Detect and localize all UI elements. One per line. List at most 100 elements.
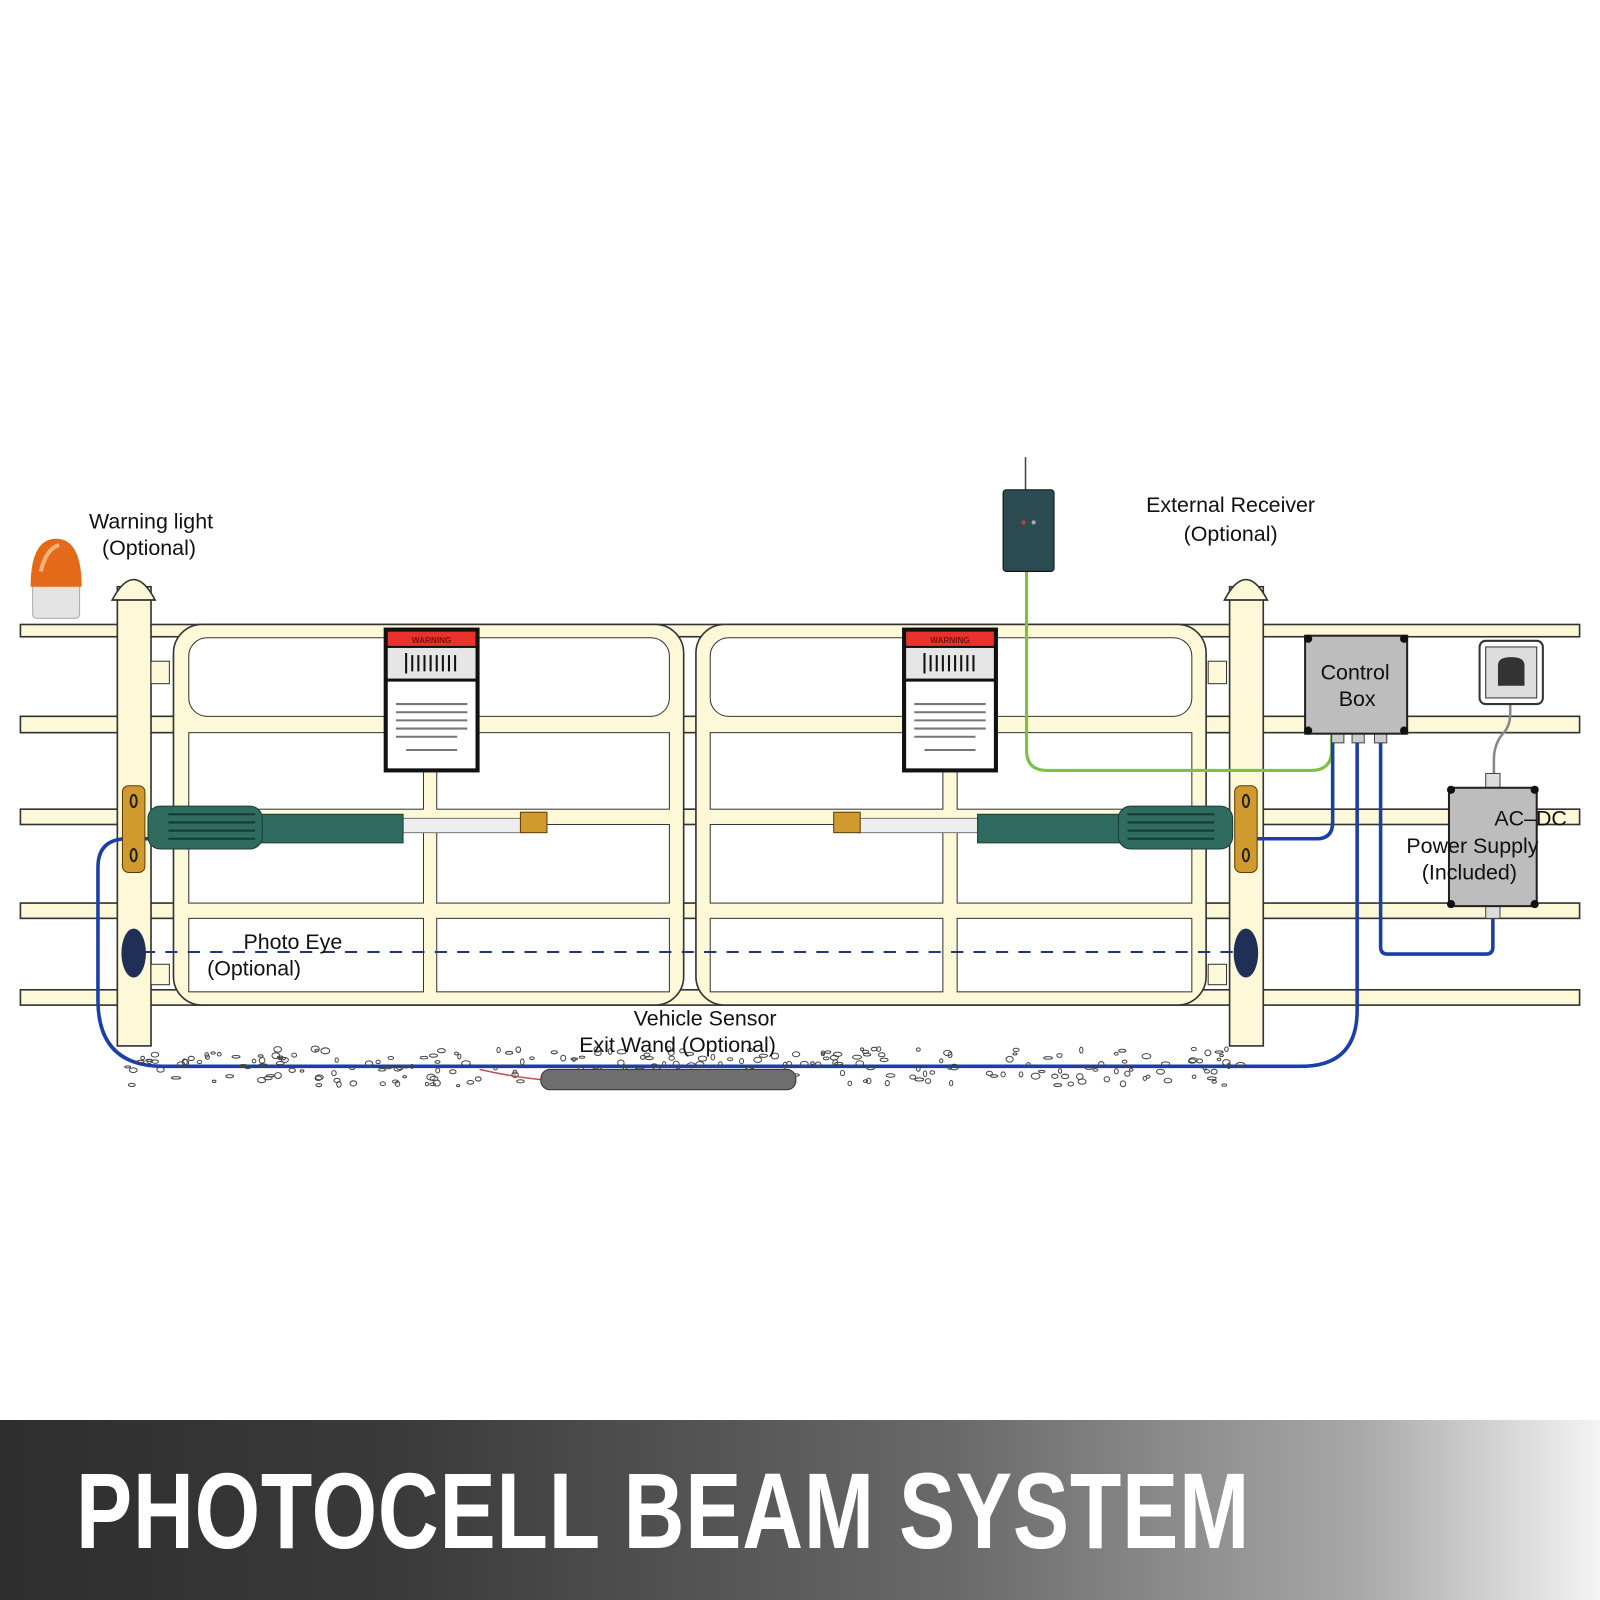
gravel-stone [151,1059,160,1064]
gravel-stone [314,1075,323,1081]
gravel-stone [668,1055,675,1061]
external-receiver-label: External Receiver [1146,493,1315,517]
gravel-stone [617,1059,625,1067]
gravel-stone [915,1065,921,1072]
gravel-stone [1012,1047,1020,1053]
gravel-stone [429,1082,437,1087]
warning-sign-right: WARNING [902,627,998,773]
gravel-stone [1067,1081,1075,1087]
gravel-stone [449,1069,457,1075]
photo-eye-optional-label: (Optional) [207,957,301,981]
exit-wand-label: Exit Wand (Optional) [579,1033,776,1057]
gravel-stone [333,1077,341,1083]
gravel-stone [753,1056,763,1063]
gravel-stone [824,1050,832,1054]
gravel-stone [1203,1069,1211,1074]
gravel-stone [428,1053,439,1058]
gravel-stone [672,1060,680,1068]
gravel-stone [381,1066,393,1070]
gravel-stone [1224,1046,1229,1052]
gravel-stone [758,1053,769,1058]
gravel-stone [847,1080,853,1087]
gravel-stone [782,1061,788,1069]
gravel-stone [1026,1062,1031,1067]
gravel-stone [839,1069,846,1077]
gravel-stone [1235,1061,1246,1068]
gravel-stone [511,1071,519,1079]
gravel-stone [216,1052,222,1057]
gravel-stone [1128,1067,1134,1072]
gravel-stone [265,1074,276,1078]
gravel-stone [529,1056,535,1061]
gravel-stone [1084,1065,1094,1070]
gravel-stone [739,1058,745,1065]
gravel-stone [393,1066,402,1072]
gravel-stone [364,1060,374,1067]
gravel-stone [1211,1079,1217,1084]
gravel-stone [550,1050,558,1055]
gravel-stone [1216,1057,1222,1062]
gravel-stone [124,1065,132,1069]
gravel-stone [394,1080,401,1087]
gravel-stone [593,1046,602,1053]
gravel-stone [181,1058,188,1066]
gravel-stone [1204,1049,1212,1057]
gravel-stone [1191,1074,1197,1079]
gravel-stone [695,1061,705,1068]
gravel-stone [810,1061,815,1065]
gravel-stone [829,1054,839,1061]
gravel-stone [1113,1051,1119,1056]
gravel-stone [985,1070,993,1076]
warning-sign-title: WARNING [412,636,451,645]
gravel-stone [855,1060,865,1067]
gravel-stone [516,1079,525,1084]
gravel-stone [461,1060,471,1067]
gravel-stone [288,1067,296,1073]
gravel-stone [578,1055,586,1059]
gravel-stone [1160,1061,1171,1067]
gravel-stone [437,1048,446,1054]
gravel-stone [1226,1062,1231,1070]
gravel-stone [570,1057,579,1061]
gravel-stone [504,1050,514,1055]
photo-eye-right-icon [1233,928,1259,978]
gravel-stone [170,1076,182,1080]
gravel-stone [885,1073,896,1078]
gravel-stone [1190,1046,1197,1052]
gravel-stone [717,1061,723,1068]
gravel-stone [210,1051,216,1055]
gate-opener-arm-right [833,805,1234,850]
wall-socket-icon [1478,639,1544,706]
gravel-stone [150,1051,160,1058]
gravel-stone [865,1064,876,1071]
gravel-stone [291,1052,298,1058]
gravel-stone [379,1081,386,1087]
gravel-stone [1206,1076,1217,1081]
power-cord [1492,673,1512,776]
gravel-stone [644,1056,654,1061]
gravel-stone [457,1053,462,1060]
gravel-stone [852,1054,863,1060]
gravel-stone [909,1074,917,1080]
gravel-stone [879,1057,889,1063]
gravel-stone [989,1074,999,1078]
gravel-stone [1060,1073,1070,1080]
gravel-stone [493,1064,498,1071]
gravel-stone [320,1047,331,1055]
gravel-stone [378,1067,386,1072]
gravel-stone [496,1046,501,1054]
right-gate [695,623,1207,1006]
gravel-stone [271,1052,281,1060]
control-box [1304,634,1409,744]
gravel-stone [1119,1080,1127,1088]
gravel-stone [820,1052,826,1057]
gravel-stone [1221,1083,1228,1087]
gravel-stone [746,1047,754,1053]
gravel-stone [878,1052,886,1058]
gravel-stone [402,1075,408,1079]
gravel-stone [1018,1071,1024,1078]
photo-eye-label: Photo Eye [243,930,342,954]
gravel-stone [594,1050,602,1057]
gravel-stone [1202,1065,1207,1071]
gravel-stone [924,1078,932,1084]
